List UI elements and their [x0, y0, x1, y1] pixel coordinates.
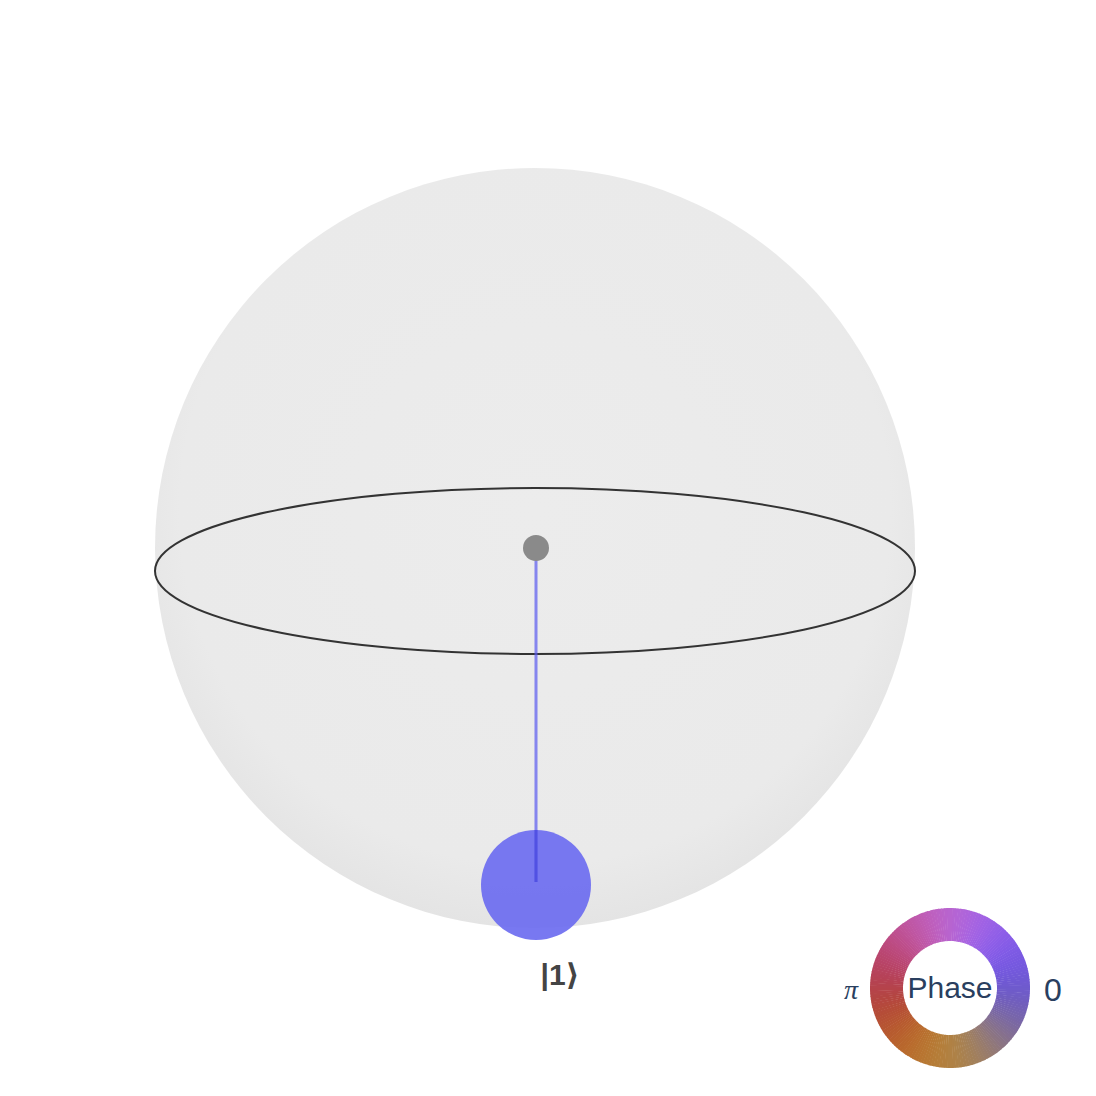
origin-dot — [523, 535, 549, 561]
phase-tick: 0 — [1044, 974, 1062, 1006]
state-vector-tip — [535, 830, 538, 882]
state-label: |1⟩ — [541, 960, 580, 990]
phase-tick: π — [844, 976, 858, 1004]
state-marker — [481, 830, 591, 940]
phase-wheel-center: Phase — [903, 941, 997, 1035]
sphere-surface — [155, 168, 915, 928]
legend-title: Phase — [907, 973, 992, 1003]
state-vector — [535, 548, 538, 882]
phase-wheel — [870, 908, 1030, 1068]
phase-segment — [997, 987, 1030, 990]
